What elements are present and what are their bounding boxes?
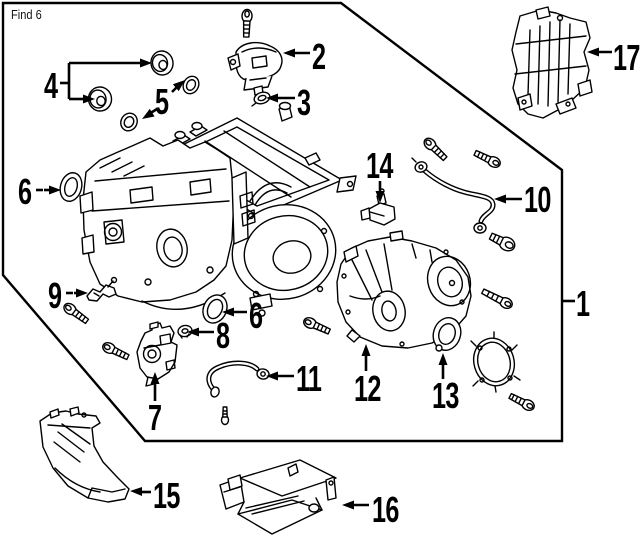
- part-3-clip-drawing: [251, 91, 271, 107]
- bolt-icon: [423, 137, 448, 162]
- cover-plate-drawing: [470, 331, 521, 393]
- part-9-clamp-drawing: [63, 276, 118, 325]
- part-4-grommet-lower-drawing: [87, 86, 113, 112]
- callout-5[interactable]: 5: [155, 81, 169, 122]
- callout-7[interactable]: 7: [148, 397, 162, 438]
- bolt-icon: [508, 392, 535, 412]
- part-11-hose-drawing: [206, 360, 270, 426]
- callout-16[interactable]: 16: [372, 489, 399, 530]
- part-4-grommet-upper-drawing: [150, 50, 174, 76]
- diagram-border: [1, 1, 564, 443]
- callout-15[interactable]: 15: [153, 475, 180, 516]
- part-8-nut-drawing: [177, 324, 193, 339]
- callout-17[interactable]: 17: [613, 37, 640, 78]
- bolt-icon: [303, 317, 331, 335]
- part-10-pipe-drawing: [411, 137, 516, 252]
- callout-4[interactable]: 4: [44, 65, 58, 106]
- bolt-icon: [473, 149, 501, 169]
- plug-bolt-icon: [488, 232, 516, 252]
- part-5-ring-upper-drawing: [182, 75, 200, 95]
- bolt-icon: [481, 288, 513, 310]
- bolt-icon: [102, 341, 130, 361]
- part-17-mount-bracket-drawing: [511, 6, 593, 119]
- callout-3[interactable]: 3: [297, 82, 311, 123]
- bolt-icon: [220, 406, 230, 426]
- part-5-ring-lower-drawing: [120, 112, 138, 132]
- callout-14[interactable]: 14: [366, 145, 393, 186]
- find-label: Find 6: [11, 7, 42, 22]
- part-16-shield-drawing: [219, 459, 337, 535]
- callout-13[interactable]: 13: [432, 375, 459, 416]
- part-2-actuator-drawing: [227, 8, 283, 96]
- part-6-oring-center-drawing: [202, 294, 228, 324]
- callout-11[interactable]: 11: [296, 358, 322, 399]
- callout-12[interactable]: 12: [354, 368, 381, 409]
- callout-6-center[interactable]: 6: [249, 295, 263, 336]
- callout-1[interactable]: 1: [576, 283, 590, 324]
- callout-2[interactable]: 2: [312, 36, 326, 77]
- callout-6-left[interactable]: 6: [18, 171, 32, 212]
- bolt-icon: [241, 8, 253, 38]
- transaxle-assembly-drawing: [79, 101, 357, 317]
- part-12-housing-cover-drawing: [336, 230, 472, 349]
- callout-10[interactable]: 10: [524, 179, 551, 220]
- callout-8[interactable]: 8: [216, 315, 230, 356]
- part-6-oring-left-drawing: [59, 172, 83, 202]
- bolt-icon: [63, 302, 90, 325]
- part-15-shield-drawing: [39, 406, 130, 503]
- leader-lines: [36, 47, 612, 510]
- part-7-bracket-drawing: [102, 321, 178, 387]
- callout-9[interactable]: 9: [48, 275, 62, 316]
- part-13-seal-drawing: [432, 317, 462, 352]
